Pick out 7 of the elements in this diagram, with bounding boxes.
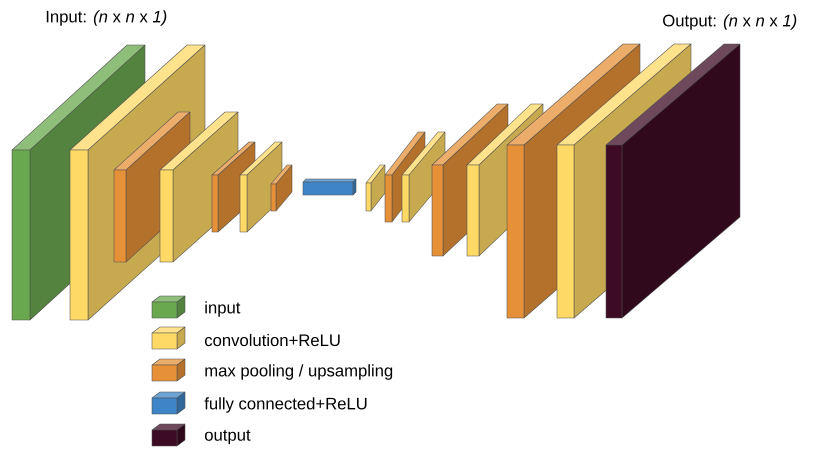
legend-label: max pooling / upsampling: [205, 364, 392, 380]
legend-label: input: [205, 301, 240, 317]
legend-label: output: [204, 430, 250, 444]
layer-size-label: Output: (n x n x 1): [663, 14, 796, 30]
layer-size-label: Input: (n x n x 1): [46, 10, 166, 26]
legend-label: fully connected+ReLU: [204, 397, 366, 413]
legend-label: convolution+ReLU: [204, 334, 340, 346]
